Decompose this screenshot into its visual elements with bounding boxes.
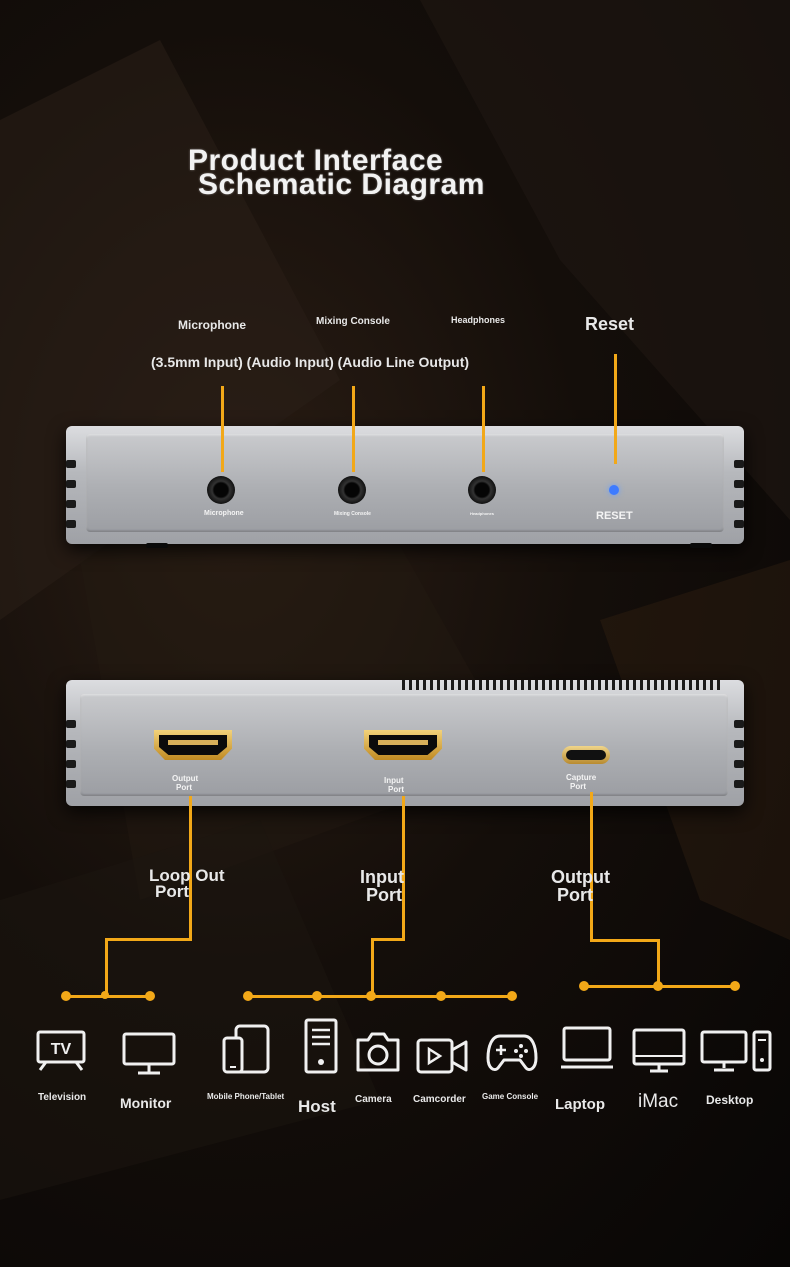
mixing-console-label: Mixing Console [316, 316, 390, 327]
monitor-icon [122, 1032, 176, 1075]
output-port-connection-label-2: Port [557, 885, 593, 905]
microphone-jack[interactable] [207, 476, 235, 504]
vent [734, 760, 744, 768]
vent [734, 480, 744, 488]
host-pc-icon [304, 1018, 338, 1074]
mobile-tablet-label: Mobile Phone/Tablet [207, 1092, 285, 1101]
usb-c-capture-port[interactable] [562, 746, 610, 764]
vent [66, 500, 76, 508]
input-port-label-1: Input [384, 776, 404, 785]
connection-dot [653, 981, 663, 991]
vent [66, 740, 76, 748]
loop-out-vertical-line [189, 796, 192, 941]
device-rear: Output Port Input Port Capture Port [66, 680, 744, 806]
connection-dot [101, 991, 109, 999]
vent [66, 480, 76, 488]
loop-out-label-1: Loop Out [149, 866, 225, 885]
input-drop-line [371, 938, 374, 996]
port-functions-label: (3.5mm Input) (Audio Input) (Audio Line … [151, 354, 470, 370]
microphone-label: Microphone [178, 318, 246, 332]
vent [734, 520, 744, 528]
loop-out-horizontal-line [106, 938, 192, 941]
reset-indicator-icon[interactable] [609, 485, 619, 495]
laptop-label: Laptop [555, 1096, 605, 1113]
page-title-line1: Product Interface [188, 144, 444, 177]
vent [734, 720, 744, 728]
vent [734, 740, 744, 748]
output-horizontal-line [590, 939, 660, 942]
connection-dot [61, 991, 71, 1001]
page-title-line2: Schematic Diagram [198, 168, 485, 201]
output-port-label-2: Port [176, 783, 192, 792]
connection-dot [730, 981, 740, 991]
reset-device-label: RESET [596, 510, 633, 522]
capture-port-label-2: Port [570, 782, 586, 791]
vent [66, 460, 76, 468]
television-label: Television [38, 1092, 87, 1103]
camera-icon [356, 1032, 400, 1072]
laptop-icon [561, 1026, 613, 1069]
camcorder-label: Camcorder [413, 1094, 466, 1105]
connection-dot [145, 991, 155, 1001]
desktop-icon [700, 1030, 772, 1072]
connection-dot [312, 991, 322, 1001]
rear-panel-face: Output Port Input Port Capture Port [80, 694, 728, 796]
device-front-foot [146, 543, 168, 548]
output-vertical-line [590, 792, 593, 942]
camera-label: Camera [355, 1094, 392, 1105]
vent [66, 760, 76, 768]
tv-icon-text: TV [51, 1041, 72, 1058]
input-port-connection-label-1: Input [360, 867, 404, 887]
loop-out-drop-line [105, 938, 108, 996]
top-vent-strip [402, 680, 722, 690]
television-icon: TV [36, 1030, 86, 1071]
desktop-label: Desktop [706, 1093, 754, 1107]
vent [734, 500, 744, 508]
front-panel-face: Microphone Mixing Console Headphones RES… [86, 434, 724, 532]
loop-out-label-2: Port [155, 882, 189, 901]
headphones-jack[interactable] [468, 476, 496, 504]
microphone-connector-line [221, 386, 224, 472]
vent [66, 780, 76, 788]
imac-icon [632, 1028, 686, 1073]
mobile-tablet-icon [222, 1024, 270, 1074]
mixing-console-jack-label: Mixing Console [334, 511, 371, 517]
host-label: Host [298, 1097, 336, 1116]
headphones-label: Headphones [451, 315, 506, 325]
mixing-console-connector-line [352, 386, 355, 472]
input-bus-line [248, 995, 512, 998]
vent [66, 520, 76, 528]
camcorder-icon [416, 1038, 468, 1074]
output-port-label-1: Output [172, 774, 199, 783]
monitor-label: Monitor [120, 1095, 172, 1111]
input-port-connection-label-2: Port [366, 885, 402, 905]
hdmi-output-port[interactable] [154, 730, 232, 760]
reset-label: Reset [585, 314, 635, 334]
vent [66, 720, 76, 728]
device-front: Microphone Mixing Console Headphones RES… [66, 426, 744, 544]
connection-dot [579, 981, 589, 991]
headphones-jack-label: Headphones [470, 511, 495, 516]
device-front-foot [690, 543, 712, 548]
connection-dot [243, 991, 253, 1001]
connection-dot [507, 991, 517, 1001]
input-port-label-2: Port [388, 785, 404, 794]
capture-port-label-1: Capture [566, 773, 597, 782]
mixing-console-jack[interactable] [338, 476, 366, 504]
game-console-icon [486, 1034, 538, 1072]
output-port-connection-label-1: Output [551, 867, 610, 887]
game-console-label: Game Console [482, 1092, 539, 1101]
headphones-connector-line [482, 386, 485, 472]
reset-connector-line [614, 354, 617, 464]
input-horizontal-line [372, 938, 405, 941]
imac-label: iMac [638, 1091, 679, 1112]
hdmi-input-port[interactable] [364, 730, 442, 760]
connection-dot [436, 991, 446, 1001]
input-vertical-line [402, 796, 405, 941]
output-drop-line [657, 939, 660, 987]
vent [734, 460, 744, 468]
microphone-jack-label: Microphone [204, 510, 244, 517]
vent [734, 780, 744, 788]
connection-dot [366, 991, 376, 1001]
